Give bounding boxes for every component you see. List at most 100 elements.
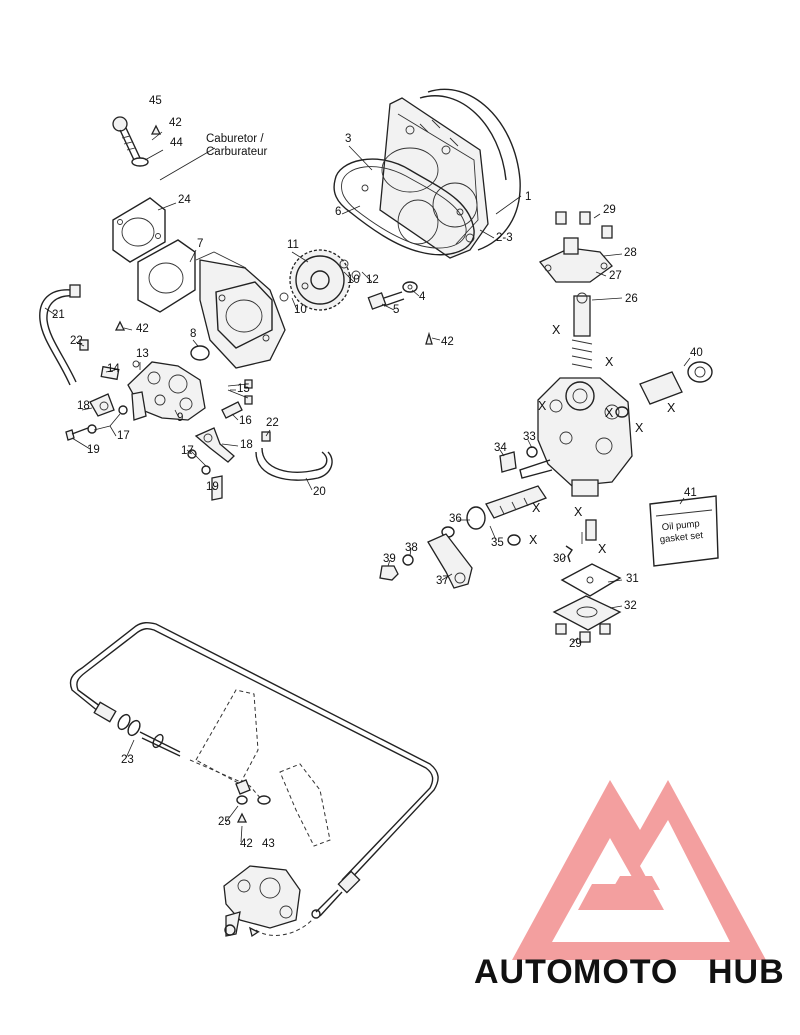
callout-c24: 24: [178, 194, 191, 206]
callout-c44: 44: [170, 137, 183, 149]
callout-c28: 28: [624, 247, 637, 259]
callout-c45: 45: [149, 95, 162, 107]
nut-25: [235, 779, 271, 823]
callout-c38: 38: [405, 542, 418, 554]
callout-c21: 21: [52, 309, 65, 321]
callout-c5: 5: [393, 304, 399, 316]
callout-c39: 39: [383, 553, 396, 565]
callout-c19a: 19: [87, 444, 100, 456]
x-mark-labels: X X X X X X X X X X: [529, 323, 676, 556]
callout-c17b: 17: [181, 445, 194, 457]
callout-c17a: 17: [117, 430, 130, 442]
callout-c33: 33: [523, 431, 536, 443]
callout-c32: 32: [624, 600, 637, 612]
carburetor-label-line2: Carburateur: [206, 146, 268, 158]
callout-c19b: 19: [206, 481, 219, 493]
callout-c26: 26: [625, 293, 638, 305]
x-mark-x5: X: [667, 401, 676, 415]
callout-c40: 40: [690, 347, 703, 359]
oil-pump-43: [223, 865, 313, 938]
callout-c12: 12: [366, 274, 379, 286]
callout-c6: 6: [335, 206, 341, 218]
callout-c15: 15: [237, 383, 250, 395]
plunger-26: [571, 292, 593, 369]
callout-c20: 20: [313, 486, 326, 498]
intake-gasket-24: [112, 197, 166, 263]
x-mark-x10: X: [598, 542, 607, 556]
hose-20: [255, 431, 333, 481]
throttle-bracket: [189, 689, 331, 847]
callout-c35: 35: [491, 537, 504, 549]
logo-triangle-inner: [552, 820, 730, 942]
x-mark-x6: X: [635, 421, 644, 435]
callout-c36: 36: [449, 513, 462, 525]
x-mark-x4: X: [605, 406, 614, 420]
o-ring-8: [190, 345, 210, 361]
x-mark-x2: X: [605, 355, 614, 369]
banjo-fitting-center: [187, 427, 235, 501]
callout-c18a: 18: [77, 400, 90, 412]
callout-c30: 30: [553, 553, 566, 565]
oil-pump-9: [100, 320, 206, 421]
x-mark-x1: X: [552, 323, 561, 337]
callout-c1: 1: [525, 191, 531, 203]
gasket-set-card: [649, 495, 719, 567]
x-mark-x7: X: [532, 501, 541, 515]
callout-c11: 11: [287, 239, 299, 251]
automotohub-wordmark: AUTO MOTO HUB: [474, 953, 785, 991]
callout-c31: 31: [626, 573, 639, 585]
intake-manifold-7: [137, 239, 286, 369]
banjo-fitting-left: [65, 393, 128, 441]
callout-c13: 13: [136, 348, 149, 360]
drive-gear: [279, 249, 361, 311]
callout-c22a: 22: [70, 335, 83, 347]
bolt-5: [367, 281, 433, 345]
logo-text-moto: MOTO: [573, 953, 678, 991]
gasket-set-label-line2: gasket set: [659, 530, 704, 546]
carburetor-stud-45: [112, 116, 162, 167]
callout-c7: 7: [197, 238, 203, 250]
callout-c42d: 42: [240, 838, 253, 850]
callout-c25: 25: [218, 816, 231, 828]
logo-text-hub: HUB: [708, 953, 785, 991]
automotohub-logo: [512, 780, 766, 960]
callout-c29a: 29: [603, 204, 616, 216]
callout-c8: 8: [190, 328, 196, 340]
x-mark-x8: X: [529, 533, 538, 547]
x-mark-x3: X: [538, 399, 547, 413]
leader-lines: [44, 131, 691, 843]
carburetor-label-line1: Caburetor /: [206, 133, 264, 145]
callout-c42a: 42: [169, 117, 182, 129]
callout-c3: 3: [345, 133, 351, 145]
callout-c42b: 42: [441, 336, 454, 348]
pump-lever-37: [379, 533, 473, 589]
pump-cover-27: [538, 211, 613, 283]
callout-c42c: 42: [136, 323, 149, 335]
callout-c2-3: 2-3: [496, 232, 513, 244]
callout-c43: 43: [262, 838, 275, 850]
check-valve-40: [615, 361, 713, 418]
callout-c16: 16: [239, 415, 252, 427]
rotary-valve-cover: [379, 88, 521, 259]
callout-c18b: 18: [240, 439, 253, 451]
logo-text-auto: AUTO: [474, 953, 574, 991]
callout-c34: 34: [494, 442, 507, 454]
logo-g-mark: [606, 876, 660, 900]
x-mark-x9: X: [574, 505, 583, 519]
gasket-set-label-line1: Oil pump: [661, 518, 700, 533]
callout-c23: 23: [121, 754, 134, 766]
hose-21: [39, 284, 89, 386]
pump-base-gasket: [552, 519, 622, 643]
callout-c9: 9: [177, 412, 183, 424]
callout-c4: 4: [419, 291, 426, 303]
callout-c14: 14: [107, 363, 120, 375]
rotary-valve-gasket: [333, 147, 478, 256]
bolt-34: [499, 446, 538, 473]
callout-c10a: 10: [347, 274, 360, 286]
callout-c22b: 22: [266, 417, 279, 429]
screws-15-16: [221, 379, 253, 419]
callout-c27: 27: [609, 270, 622, 282]
callout-c10b: 10: [294, 304, 307, 316]
